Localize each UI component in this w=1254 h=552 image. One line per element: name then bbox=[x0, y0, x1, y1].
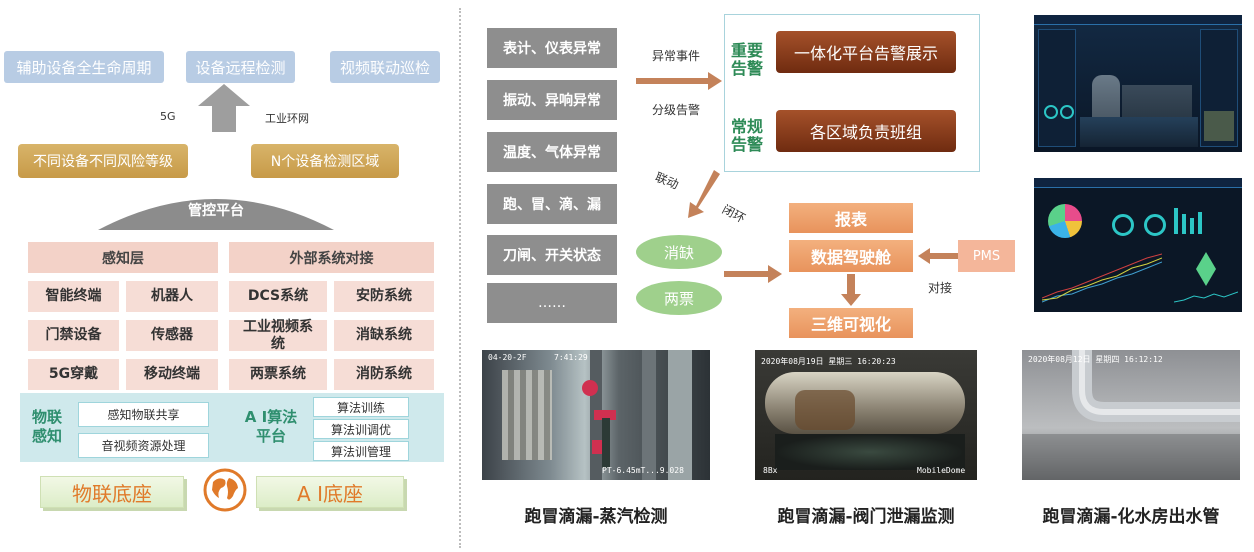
ai-item: 算法训管理 bbox=[313, 441, 409, 461]
anomaly-item: 跑、冒、滴、漏 bbox=[487, 184, 617, 224]
perception-item: 移动终端 bbox=[126, 359, 218, 390]
section-divider bbox=[459, 8, 461, 548]
risk-level-box: 不同设备不同风险等级 bbox=[18, 144, 188, 178]
data-cockpit-box: 数据驾驶舱 bbox=[789, 240, 913, 272]
photo-time: 7:41:29 bbox=[554, 353, 588, 362]
external-item: 安防系统 bbox=[334, 281, 434, 312]
video-patrol-box: 视频联动巡检 bbox=[330, 51, 440, 83]
dashboard-screenshot-2 bbox=[1034, 178, 1242, 312]
detection-area-box: N个设备检测区域 bbox=[251, 144, 399, 178]
external-item: 工业视频系统 bbox=[229, 319, 327, 352]
photo-timestamp: 2020年08月12日 星期四 16:12:12 bbox=[1028, 355, 1163, 364]
left-arrow-icon bbox=[918, 248, 958, 264]
remote-detection-box: 设备远程检测 bbox=[186, 51, 295, 83]
platform-label: 管控平台 bbox=[188, 203, 244, 219]
report-box: 报表 bbox=[789, 203, 913, 233]
alarm-panel bbox=[724, 14, 980, 172]
photo-bottom-readout: PT-6.45mT...9.028 bbox=[602, 466, 684, 475]
external-item: 消缺系统 bbox=[334, 320, 434, 351]
perception-layer-title: 感知层 bbox=[28, 242, 218, 273]
caption-valve-leak: 跑冒滴漏-阀门泄漏监测 bbox=[777, 506, 955, 527]
anomaly-item: 温度、气体异常 bbox=[487, 132, 617, 172]
label-closed-loop: 闭环 bbox=[719, 202, 748, 226]
lifecycle-box: 辅助设备全生命周期 bbox=[4, 51, 164, 83]
photo-timestamp: 2020年08月19日 星期三 16:20:23 bbox=[761, 357, 896, 366]
photo-bottom-left: 8Bx bbox=[763, 466, 778, 475]
iot-title: 物联感知 bbox=[31, 408, 62, 445]
anomaly-item: 表计、仪表异常 bbox=[487, 28, 617, 68]
steam-detection-photo: 04-20-2F 7:41:29 PT-6.45mT...9.028 bbox=[482, 350, 710, 480]
integrated-alarm-display-box: 一体化平台告警展示 bbox=[776, 31, 956, 73]
perception-item: 5G穿戴 bbox=[28, 359, 119, 390]
dashboard-screenshot-1 bbox=[1034, 15, 1242, 152]
label-graded-alarm: 分级告警 bbox=[652, 103, 701, 117]
caption-steam-detection: 跑冒滴漏-蒸汽检测 bbox=[524, 506, 668, 527]
caption-water-pipe: 跑冒滴漏-化水房出水管 bbox=[1042, 506, 1220, 527]
defect-elimination-oval: 消缺 bbox=[636, 235, 722, 269]
iot-base-box: 物联底座 bbox=[40, 476, 184, 508]
water-pipe-photo: 2020年08月12日 星期四 16:12:12 bbox=[1022, 350, 1240, 480]
anomaly-item: 刀闸、开关状态 bbox=[487, 235, 617, 275]
perception-item: 门禁设备 bbox=[28, 320, 119, 351]
ai-item: 算法训调优 bbox=[313, 419, 409, 439]
important-alarm-label: 重要告警 bbox=[730, 41, 763, 78]
anomaly-item: …… bbox=[487, 283, 617, 323]
perception-item: 智能终端 bbox=[28, 281, 119, 312]
globe-icon bbox=[203, 468, 247, 512]
merge-arrow-icon bbox=[724, 265, 782, 283]
up-arrow-icon bbox=[198, 84, 250, 132]
down-arrow-icon bbox=[841, 274, 861, 306]
external-item: 两票系统 bbox=[229, 359, 327, 390]
label-industrial-ring: 工业环网 bbox=[265, 112, 309, 125]
ai-base-box: A I底座 bbox=[256, 476, 404, 508]
right-arrow-icon bbox=[636, 72, 722, 90]
iot-item: 音视频资源处理 bbox=[78, 433, 209, 458]
iot-item: 感知物联共享 bbox=[78, 402, 209, 427]
anomaly-item: 振动、异响异常 bbox=[487, 80, 617, 120]
label-5g: 5G bbox=[160, 110, 176, 123]
ai-title: A I算法平台 bbox=[244, 408, 298, 445]
external-systems-title: 外部系统对接 bbox=[229, 242, 434, 273]
perception-item: 机器人 bbox=[126, 281, 218, 312]
photo-bottom-right: MobileDome bbox=[917, 466, 966, 475]
photo-timestamp: 04-20-2F bbox=[488, 353, 527, 362]
ai-item: 算法训练 bbox=[313, 397, 409, 417]
label-abnormal-event: 异常事件 bbox=[652, 49, 701, 63]
3d-visualization-box: 三维可视化 bbox=[789, 308, 913, 338]
platform-dome bbox=[98, 199, 334, 230]
valve-leak-photo: 2020年08月19日 星期三 16:20:23 8Bx MobileDome bbox=[755, 350, 977, 480]
two-tickets-oval: 两票 bbox=[636, 281, 722, 315]
label-linkage: 联动 bbox=[653, 169, 681, 192]
diagonal-arrow-icon bbox=[688, 170, 720, 218]
area-team-box: 各区域负责班组 bbox=[776, 110, 956, 152]
normal-alarm-label: 常规告警 bbox=[730, 117, 763, 154]
perception-item: 传感器 bbox=[126, 320, 218, 351]
pms-box: PMS bbox=[958, 240, 1015, 272]
external-item: DCS系统 bbox=[229, 281, 327, 312]
label-docking: 对接 bbox=[928, 281, 953, 295]
external-item: 消防系统 bbox=[334, 359, 434, 390]
